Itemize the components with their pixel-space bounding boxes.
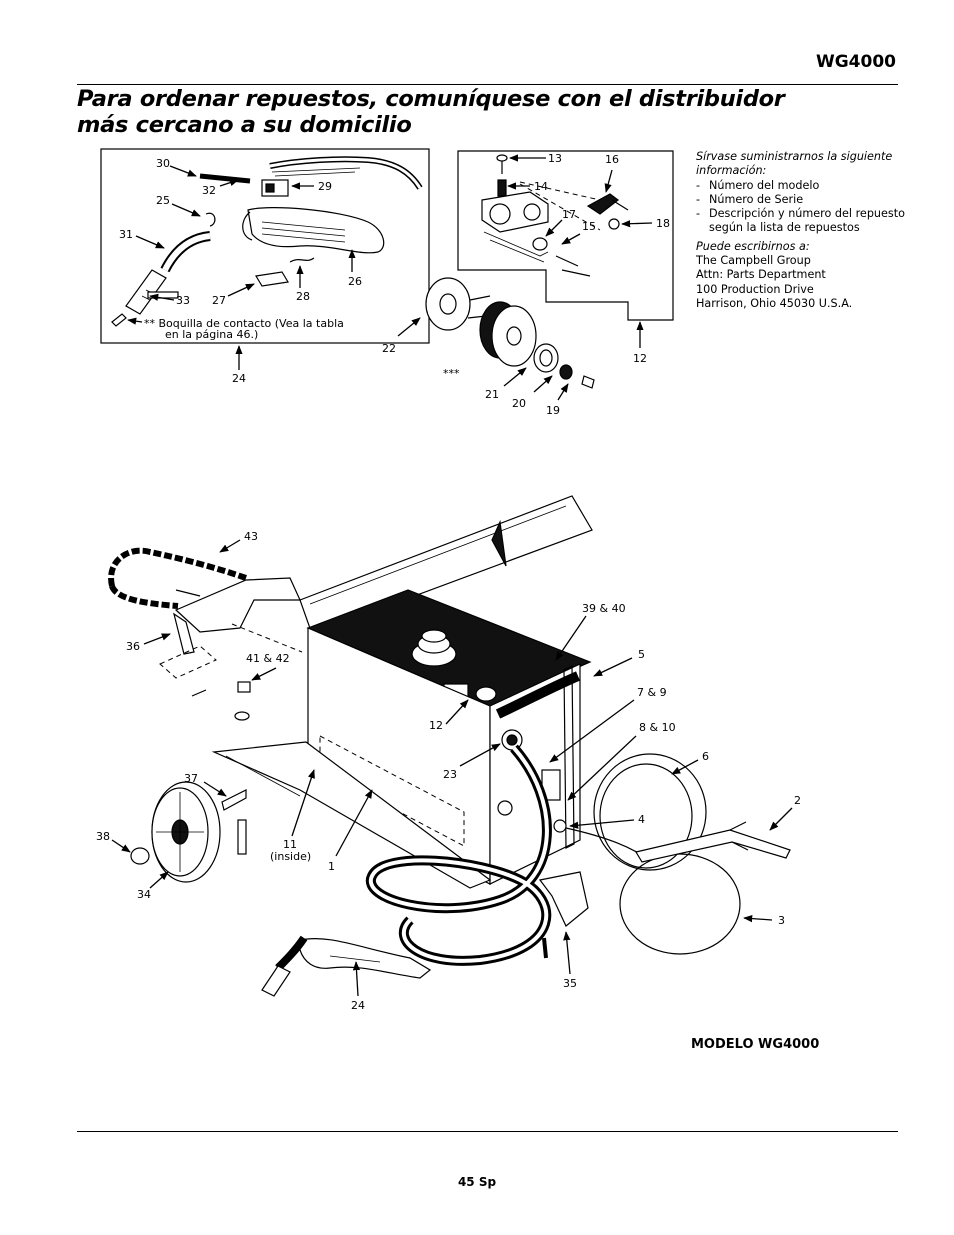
info-item: Descripción y número del repuesto según … [696, 207, 916, 236]
write-to-label: Puede escribirnos a: [696, 239, 810, 253]
callout-label: 30 [156, 157, 170, 170]
callout-label: 6 [702, 750, 709, 763]
wire-reel-callouts: 22 *** 21 20 19 [382, 317, 569, 417]
callout-label: 2 [794, 794, 801, 807]
callout-label: 24 [232, 372, 246, 385]
callout-label: 35 [563, 977, 577, 990]
address-line: 100 Production Drive [696, 282, 814, 296]
figure-caption: MODELO WG4000 [691, 1037, 820, 1052]
callout-label: (inside) [270, 850, 311, 863]
callout-label: 21 [485, 388, 499, 401]
callout-label: 43 [244, 530, 258, 543]
callout-label: 20 [512, 397, 526, 410]
callout-label: 19 [546, 404, 560, 417]
callout-label: 16 [605, 153, 619, 166]
callout-label: 28 [296, 290, 310, 303]
info-intro: Sírvase suministrarnos la siguiente info… [696, 150, 893, 178]
info-list: Número del modelo Número de Serie Descri… [696, 179, 916, 236]
callout-label: 38 [96, 830, 110, 843]
callout-label: 41 & 42 [246, 652, 290, 665]
footer-rule [77, 1131, 898, 1132]
callout-label: 12 [429, 719, 443, 732]
callout-label: 5 [638, 648, 645, 661]
callout-label: 37 [184, 772, 198, 785]
callout-label: *** [443, 367, 460, 380]
info-item: Número del modelo [696, 179, 916, 194]
info-item: Número de Serie [696, 193, 916, 208]
wire-reel-detail [425, 277, 595, 389]
page-title: Para ordenar repuestos, comuníquese con … [77, 86, 897, 138]
callout-label: 14 [534, 180, 548, 193]
welder-main-callouts: 43 36 41 & 42 37 38 34 11 (inside) 1 12 … [96, 530, 801, 1012]
callout-label: 24 [351, 999, 365, 1012]
note-line: en la página 46.) [165, 328, 258, 341]
callout-label: 39 & 40 [582, 602, 626, 615]
callout-label: 3 [778, 914, 785, 927]
callout-label: 12 [633, 352, 647, 365]
header-rule [77, 84, 898, 85]
callout-label: 25 [156, 194, 170, 207]
model-code: WG4000 [815, 52, 896, 72]
callout-label: 34 [137, 888, 151, 901]
callout-label: 18 [656, 217, 670, 230]
callout-label: 15 [582, 220, 596, 233]
callout-label: 4 [638, 813, 645, 826]
drive-assembly-callouts: 13 16 14 17 15 18 12 [507, 152, 670, 365]
callout-label: 33 [176, 294, 190, 307]
callout-label: 22 [382, 342, 396, 355]
address-line: Attn: Parts Department [696, 268, 826, 282]
ordering-info: Sírvase suministrarnos la siguiente info… [696, 150, 916, 311]
callout-label: 27 [212, 294, 226, 307]
page-title-line-2: más cercano a su domicilio [77, 112, 412, 138]
callout-label: 8 & 10 [639, 721, 676, 734]
callout-label: 11 [283, 838, 297, 851]
drive-assembly-detail [457, 150, 674, 321]
address-line: The Campbell Group [696, 254, 811, 268]
note-line: ** Boquilla de contacto (Vea la tabla [144, 317, 344, 330]
callout-label: 32 [202, 184, 216, 197]
gun-assembly-detail [100, 148, 430, 344]
callout-label: 29 [318, 180, 332, 193]
callout-label: 17 [562, 208, 576, 221]
welder-main-drawing [108, 495, 791, 997]
callout-label: 1 [328, 860, 335, 873]
callout-label: 26 [348, 275, 362, 288]
callout-label: 31 [119, 228, 133, 241]
address-line: Harrison, Ohio 45030 U.S.A. [696, 296, 853, 310]
callout-label: 23 [443, 768, 457, 781]
page-number: 45 Sp [457, 1175, 497, 1189]
callout-label: 36 [126, 640, 140, 653]
page-title-line-1: Para ordenar repuestos, comuníquese con … [77, 86, 785, 112]
callout-label: 13 [548, 152, 562, 165]
gun-assembly-callouts: 30 32 29 25 31 26 33 27 28 ** Boquilla d… [119, 157, 362, 385]
callout-label: 7 & 9 [637, 686, 667, 699]
